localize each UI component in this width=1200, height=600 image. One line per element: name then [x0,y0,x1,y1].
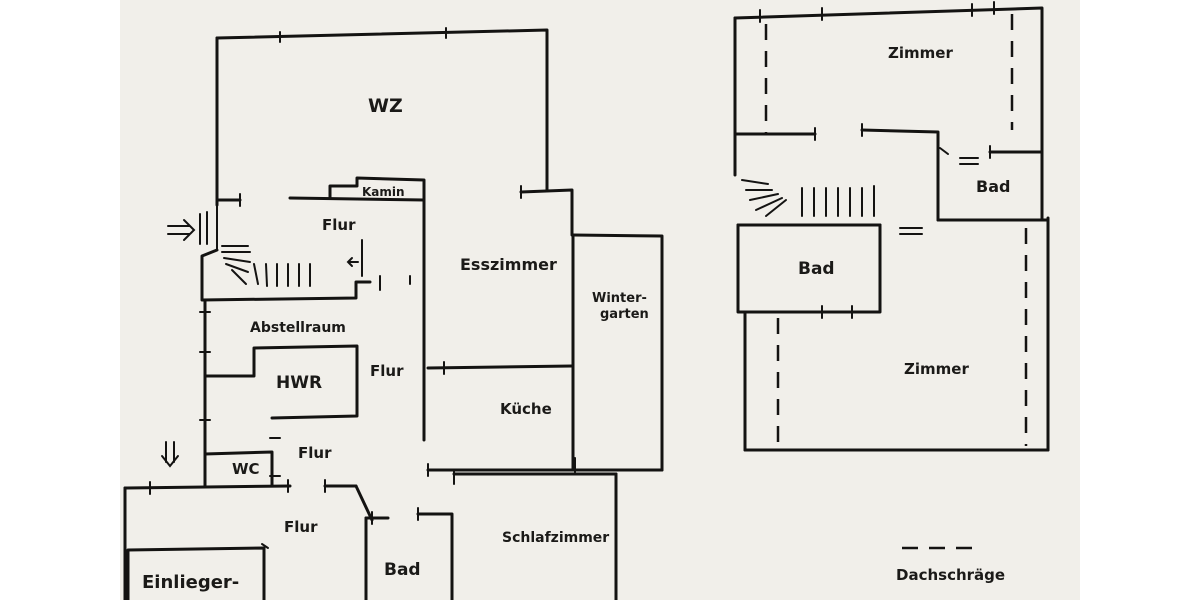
room-label-schlafzimmer: Schlafzimmer [502,530,609,546]
ground-floor-plan: WZ Kamin Flur Esszimmer Winter- garten A… [123,27,664,600]
room-label-flur-bottom: Flur [284,518,318,536]
room-label-abstellraum: Abstellraum [250,320,346,336]
room-label-wz: WZ [368,95,403,117]
room-label-hwr: HWR [276,373,322,393]
room-label-kamin: Kamin [362,185,405,199]
down-arrow-icon [161,441,179,468]
room-label-bad: Bad [384,560,421,580]
room-label-zimmer-top: Zimmer [888,44,953,62]
legend-label: Dachschräge [896,566,1005,584]
room-label-bad-left: Bad [798,259,835,279]
stairs-ground [221,245,311,287]
room-label-kueche: Küche [500,400,552,418]
legend: Dachschräge [896,546,1005,584]
room-label-flur-lower: Flur [298,444,332,462]
upper-floor-plan: Zimmer Bad Bad Zimmer [733,1,1050,452]
room-label-flur-top: Flur [322,216,356,234]
room-label-bad-right: Bad [976,177,1010,196]
room-label-wintergarten-1: Winter- [592,291,647,306]
room-label-einlieger: Einlieger- [142,572,239,593]
entrance-arrow-icon [167,219,196,241]
room-label-flur-mid: Flur [370,362,404,380]
room-label-wintergarten-2: garten [600,307,649,322]
room-label-esszimmer: Esszimmer [460,255,557,274]
stairs-upper [741,179,875,217]
room-label-wc: WC [232,460,260,478]
room-label-zimmer-bottom: Zimmer [904,360,969,378]
